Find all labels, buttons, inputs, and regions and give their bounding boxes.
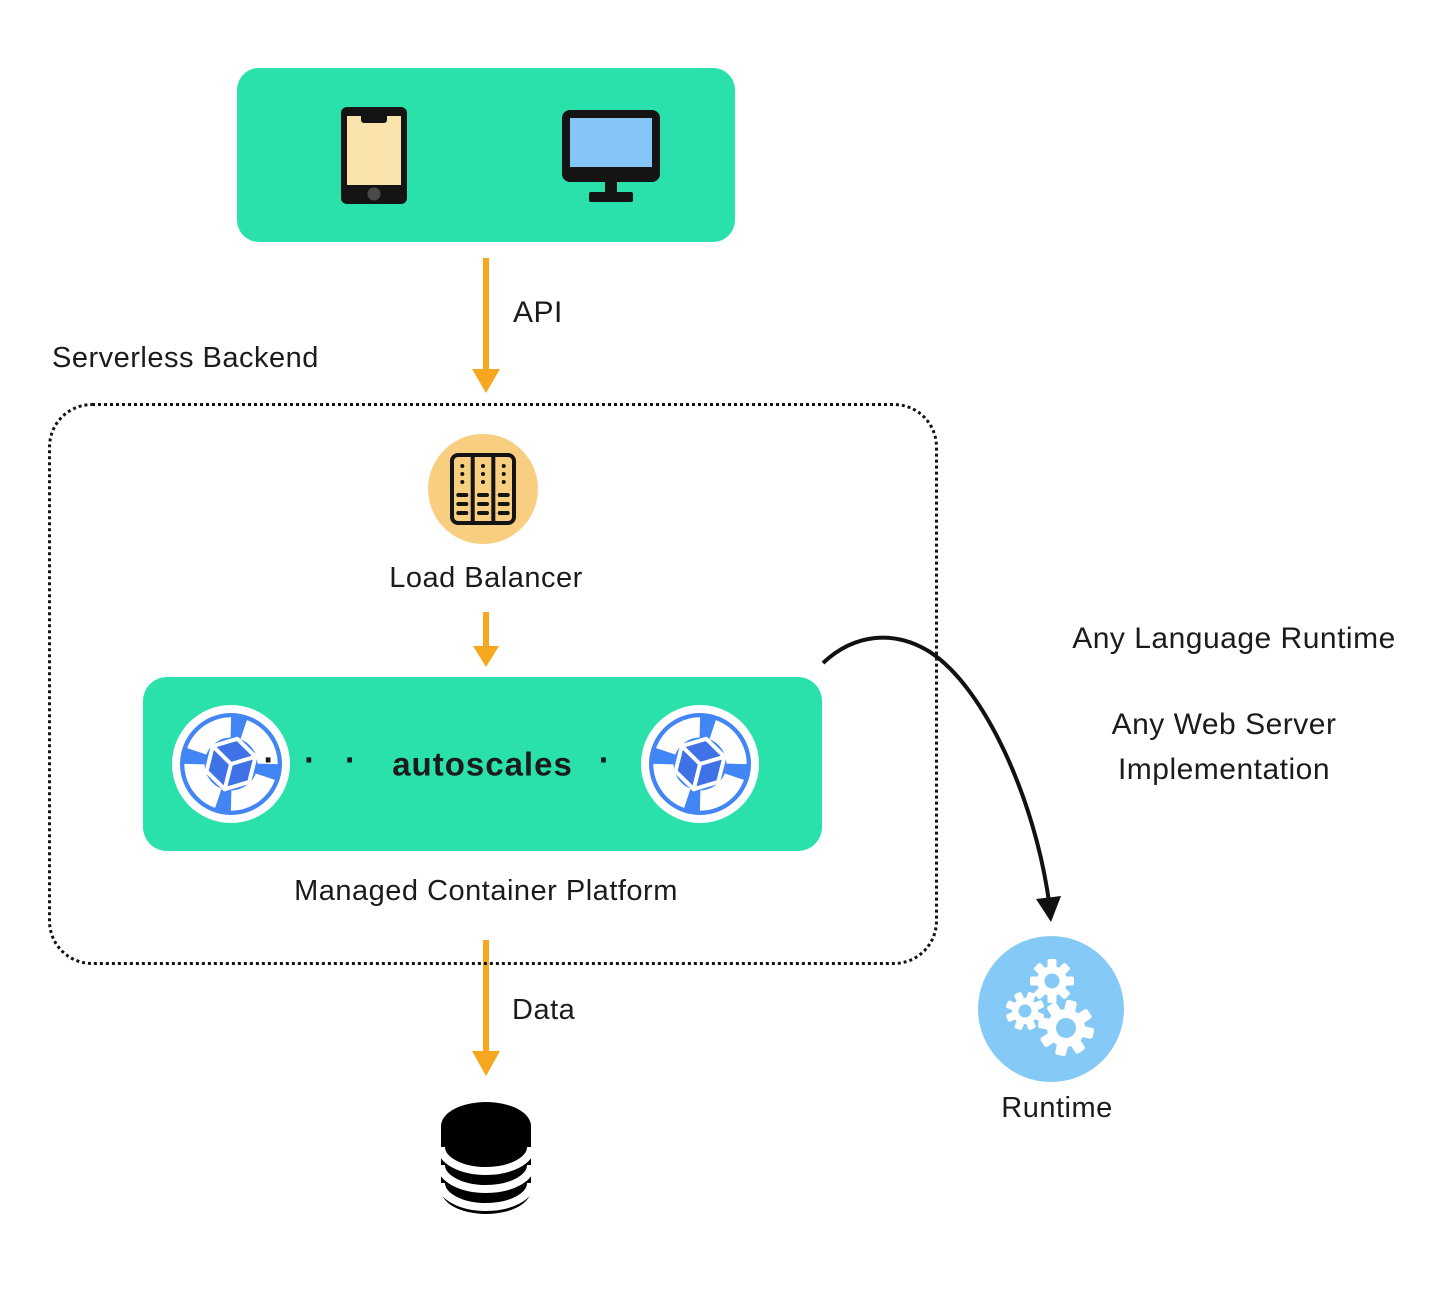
container-orchestrator-icon: [172, 705, 290, 823]
api-arrow: [472, 258, 500, 393]
any-web-server-note-line1: Any Web Server: [1111, 708, 1337, 741]
load-balancer-node: [428, 434, 538, 544]
gears-icon: [1006, 959, 1095, 1057]
container-platform-box: · · · autoscales · · ·: [143, 677, 822, 851]
database-cylinder-icon: [437, 1102, 535, 1214]
runtime-label: Runtime: [1001, 1092, 1113, 1124]
api-flow-label: API: [513, 296, 563, 329]
autoscale-dots-left: · · ·: [263, 741, 367, 780]
any-language-runtime-note: Any Language Runtime: [1072, 622, 1396, 655]
data-flow-label: Data: [512, 994, 576, 1026]
autoscales-row: · · · autoscales · · ·: [263, 742, 701, 787]
desktop-monitor-icon: [562, 110, 660, 202]
container-platform-label: Managed Container Platform: [294, 875, 678, 907]
container-orchestrator-icon: [641, 705, 759, 823]
autoscales-label: autoscales: [392, 745, 573, 782]
runtime-node: [978, 936, 1124, 1082]
server-rack-icon: [450, 453, 516, 525]
serverless-backend-container: [48, 403, 938, 965]
any-web-server-note-line2: Implementation: [1117, 753, 1331, 786]
serverless-backend-label: Serverless Backend: [52, 342, 319, 374]
clients-box: [237, 68, 735, 242]
any-web-server-note: Any Web Server Implementation: [1112, 702, 1337, 792]
smartphone-icon: [341, 107, 407, 204]
load-balancer-label: Load Balancer: [389, 562, 583, 594]
